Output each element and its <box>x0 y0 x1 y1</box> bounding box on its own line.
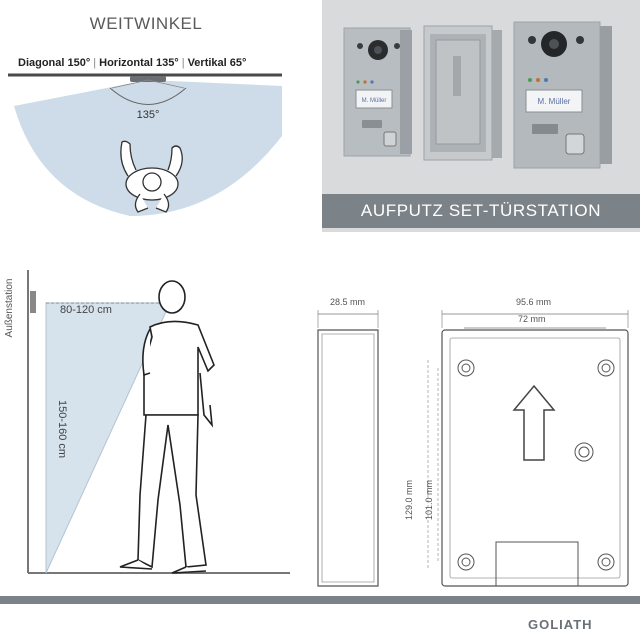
wide-angle-title: WEITWINKEL <box>89 14 203 33</box>
camera-icon <box>130 76 166 82</box>
depth-dimension: 28.5 mm <box>330 297 366 307</box>
angle-specs: Diagonal 150°|Horizontal 135°|Vertikal 6… <box>18 57 290 69</box>
separator: | <box>181 57 185 69</box>
person-silhouette-icon <box>119 280 215 574</box>
horizontal-angle: Horizontal 135° <box>99 57 179 69</box>
surface-mount-box <box>423 25 502 161</box>
field-of-view-diagram: 135° <box>8 73 282 216</box>
screw-hole-icon <box>457 359 615 571</box>
product-photo: M. Müller M. Müller <box>343 21 612 169</box>
footer-bar <box>0 596 640 604</box>
distance-label: 80-120 cm <box>60 304 112 316</box>
nameplate-text: M. Müller <box>362 98 387 104</box>
product-banner: AUFPUTZ SET-TÜRSTATION <box>322 194 640 228</box>
height-dimension: 129.0 mm <box>404 479 414 520</box>
person-top-view-icon <box>120 140 183 213</box>
station-label: Außenstation <box>4 278 15 338</box>
fov-area <box>14 80 282 216</box>
nameplate-text: M. Müller <box>538 97 571 106</box>
door-station-icon <box>30 291 36 313</box>
door-station-front-right: M. Müller <box>513 21 612 169</box>
inner-width-dimension: 72 mm <box>518 314 546 324</box>
height-label: 150-160 cm <box>56 400 68 459</box>
door-station-front-left: M. Müller <box>343 27 412 157</box>
angle-label: 135° <box>137 109 160 121</box>
brand-logo: GOLIATH <box>528 617 593 632</box>
side-view-housing <box>317 329 379 587</box>
arrow-up-icon <box>512 384 556 461</box>
separator: | <box>93 57 97 69</box>
mounting-height-diagram <box>27 270 290 574</box>
width-dimension: 95.6 mm <box>516 297 552 307</box>
inner-height-dimension: 101.0 mm <box>424 479 434 520</box>
diagonal-angle: Diagonal 150° <box>18 57 91 69</box>
product-panel: M. Müller M. Müller A <box>322 0 640 232</box>
angle-arc <box>109 87 187 105</box>
dimension-drawing <box>317 310 629 587</box>
cable-slot <box>495 541 579 586</box>
front-view-housing <box>441 329 629 587</box>
vertical-angle: Vertikal 65° <box>187 57 247 69</box>
